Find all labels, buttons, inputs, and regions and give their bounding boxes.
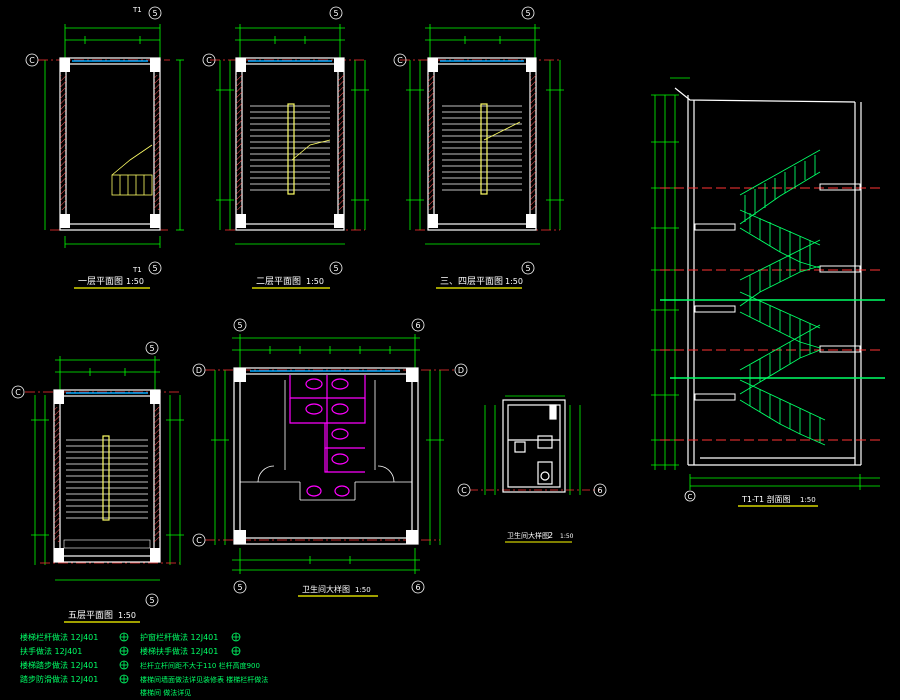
plan-2-stair [250, 105, 330, 191]
section-axis-c: C [688, 493, 693, 501]
note-4: 踏步防滑做法 12J401 [20, 674, 98, 684]
section-mark-t1-bottom: T1 [132, 266, 142, 274]
detail-title: 卫生间大样图 [507, 531, 549, 540]
plan-1-scale: 1:50 [126, 277, 144, 286]
plan-1-dimensions [44, 24, 184, 248]
toilet-fixtures [289, 375, 366, 497]
plan-1-walls [59, 57, 161, 231]
note-right-1: 护窗栏杆做法 12J401 [140, 632, 218, 642]
note-1: 楼梯栏杆做法 12J401 [20, 632, 98, 642]
plan-2-scale: 1:50 [306, 277, 324, 286]
plan-3-4: C 5 5 三、四层平面图 1:50 [393, 6, 564, 289]
note-right-2: 楼梯扶手做法 12J401 [140, 646, 218, 656]
plan-3-title: 三、四层平面图 [440, 276, 503, 287]
axis-c-bubble [25, 53, 39, 67]
axis-5-label-toilet-bottom: 5 [237, 583, 242, 592]
section-t1: C T1-T1 剖面图 1:50 [651, 77, 885, 507]
plan-1: C 5 5 T1 T1 一层平面图 1:50 [25, 6, 184, 289]
plan-1-stair [111, 144, 153, 196]
section-scale: 1:50 [800, 496, 816, 504]
plan-5: C 5 5 五层平面图 1:50 [11, 341, 184, 623]
axis-c-label: C [29, 56, 35, 65]
plan-3-scale: 1:50 [505, 277, 523, 286]
axis-5-label-bottom: 5 [152, 264, 157, 273]
detail-number: 2 [548, 531, 553, 540]
axis-c-label-5: C [15, 388, 21, 397]
notes-legend: 楼梯栏杆做法 12J401 扶手做法 12J401 楼梯踏步做法 12J401 … [20, 632, 268, 697]
note-tail: 楼梯间 做法详见 [140, 688, 191, 697]
axis-5-label-3: 5 [525, 9, 530, 18]
detail-scale: 1:50 [560, 533, 574, 540]
toilet-plan: D C 5 6 5 6 D 卫生间大样图 1:50 [192, 318, 468, 597]
axis-5-label-5: 5 [149, 344, 154, 353]
plan-5-title: 五层平面图 [68, 610, 113, 621]
section-stairs [739, 149, 826, 446]
axis-5-label-toilet: 5 [237, 321, 242, 330]
axis-5-label-5-bottom: 5 [149, 596, 154, 605]
axis-6-label-toilet: 6 [415, 321, 420, 330]
note-right-3: 栏杆立杆间距不大于110 栏杆高度900 [140, 661, 260, 670]
toilet-detail-2: C 6 卫生间大样图 2 1:50 [457, 395, 607, 543]
axis-5-bubble-bottom [148, 261, 162, 275]
plan-1-title: 一层平面图 [78, 276, 123, 287]
axis-5-label: 5 [152, 9, 157, 18]
note-2: 扶手做法 12J401 [20, 646, 82, 656]
plan-3-stair [442, 105, 522, 191]
section-mark-t1: T1 [132, 6, 142, 14]
detail-axis-6: 6 [597, 486, 602, 495]
axis-d-label: D [196, 366, 202, 375]
detail-axis-c: C [461, 486, 467, 495]
axis-d-label-right: D [458, 366, 464, 375]
axis-5-bubble [148, 6, 162, 20]
plan-2: C 5 5 二层平面图 1:50 [202, 6, 369, 289]
axis-5-label-2: 5 [333, 9, 338, 18]
toilet-partitions [240, 380, 412, 501]
toilet-title: 卫生间大样图 [302, 584, 350, 594]
axis-c-label-3: C [397, 56, 403, 65]
plan-2-handrail [287, 103, 295, 195]
axis-c-label-2: C [206, 56, 212, 65]
axis-c-label-toilet: C [196, 536, 202, 545]
note-right-4: 楼梯间墙面做法详见装修表 楼梯栏杆做法 [140, 675, 268, 684]
axis-6-label-toilet-bottom: 6 [415, 583, 420, 592]
axis-5-label-2-bottom: 5 [333, 264, 338, 273]
section-title: T1-T1 剖面图 [741, 494, 791, 504]
axis-5-label-3-bottom: 5 [525, 264, 530, 273]
plan-5-stair [66, 439, 148, 519]
toilet-scale: 1:50 [355, 586, 371, 594]
plan-2-title: 二层平面图 [256, 276, 301, 287]
note-3: 楼梯踏步做法 12J401 [20, 660, 98, 670]
plan-5-scale: 1:50 [118, 611, 136, 620]
